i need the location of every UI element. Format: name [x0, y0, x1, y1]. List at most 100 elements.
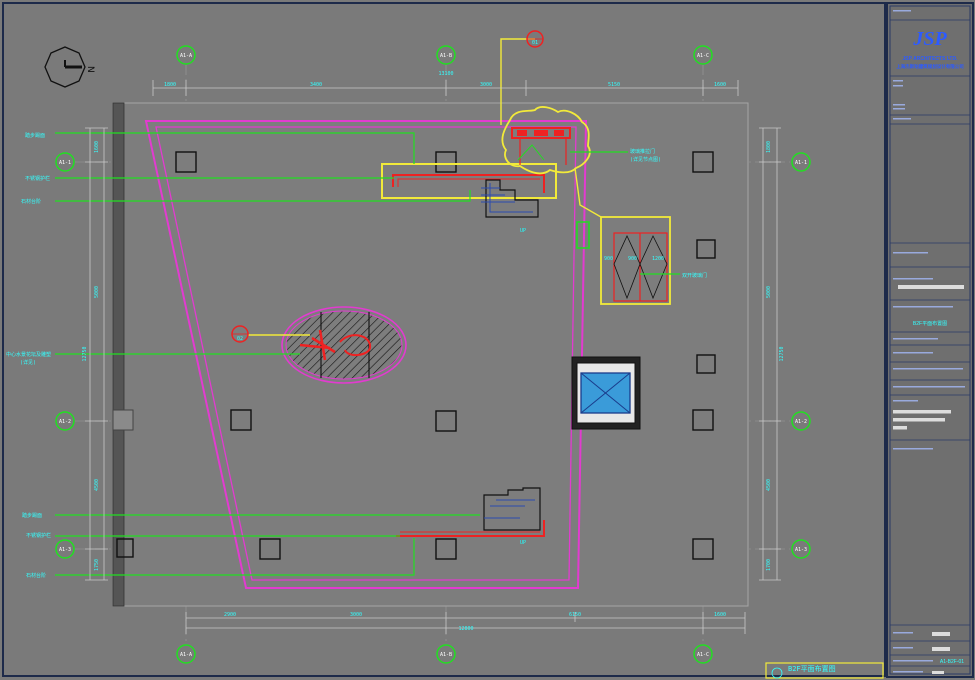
- north-label: N: [85, 66, 95, 73]
- column: [692, 538, 714, 560]
- grid-bubble-circle: [436, 644, 456, 664]
- grid-bubble-circle: [176, 644, 196, 664]
- dim-left-1: 1600: [94, 141, 100, 153]
- sheet-title-text: B2F平面布置图: [788, 664, 836, 673]
- dim-right-4: 1700: [766, 559, 772, 571]
- grid-bubble-label: A1-C: [697, 53, 709, 59]
- detail-mark-left: 02: [231, 325, 249, 343]
- grid-bubble-top-0: A1-A: [176, 45, 196, 65]
- dim-top-4: 5150: [608, 82, 620, 88]
- north-arrow-icon: N: [44, 46, 95, 88]
- door-label-1: 900: [628, 256, 637, 262]
- dim-bottom-4: 1600: [714, 612, 726, 618]
- grid-bubble-circle: [55, 152, 75, 172]
- detail-mark-top: 01: [526, 30, 544, 48]
- callout-left-1: 不锈钢护栏: [25, 175, 50, 182]
- dimension-texts: 1800 3400 3000 5150 1600 13100 2900 3000…: [82, 71, 785, 632]
- callout-left-7: 石材台阶: [26, 572, 46, 579]
- dim-top-1: 1800: [164, 82, 176, 88]
- callout-texts: 踏步踢面 不锈钢护栏 石材台阶 中心水景花坛及雕塑 (详见) 踏步踢面 不锈钢护…: [6, 132, 707, 579]
- dimension-lines: [85, 80, 781, 634]
- plaza-boundary-inner: [155, 126, 577, 581]
- dim-right-3: 4500: [766, 479, 772, 491]
- plaza-boundary: [144, 120, 588, 589]
- grid-bubble-right-0: A1-1: [791, 152, 811, 172]
- dim-top-3: 3000: [480, 82, 492, 88]
- green-marker: [576, 221, 590, 249]
- dim-bottom-3: 6150: [569, 612, 581, 618]
- column: [230, 409, 252, 431]
- detail-mark-top-label: 01: [532, 40, 538, 46]
- column-group: [116, 151, 716, 560]
- svg-text:UP: UP: [520, 540, 526, 546]
- jsp-logo: JSP: [912, 28, 947, 50]
- grid-bubble-bottom-1: A1-B: [436, 644, 456, 664]
- callout-left-3: 中心水景花坛及雕塑: [6, 351, 51, 358]
- north-stair: UP: [381, 163, 557, 234]
- grid-bubble-label: A1-1: [795, 160, 807, 166]
- dim-top-total: 13100: [438, 71, 453, 77]
- callout-left-6: 不锈钢护栏: [26, 532, 51, 539]
- entry-cloud-detail: [501, 106, 591, 175]
- grid-bubble-top-1: A1-B: [436, 45, 456, 65]
- callout-left-2: 石材台阶: [21, 198, 41, 205]
- grid-bubble-left-2: A1-3: [55, 539, 75, 559]
- dim-right-2: 5000: [766, 286, 772, 298]
- grid-bubble-circle: [55, 411, 75, 431]
- grid-bubble-left-0: A1-1: [55, 152, 75, 172]
- dim-left-2: 5000: [94, 286, 100, 298]
- grid-bubble-label: A1-2: [795, 419, 807, 425]
- grid-bubble-label: A1-1: [59, 160, 71, 166]
- grid-bubble-circle: [693, 45, 713, 65]
- detail-mark-left-label: 02: [237, 336, 243, 342]
- grid-bubble-label: A1-3: [795, 547, 807, 553]
- column: [696, 354, 716, 374]
- south-stair: UP: [396, 487, 545, 546]
- wall-niche: [112, 409, 134, 431]
- sheet-border: [2, 2, 886, 677]
- dim-top-2: 3400: [310, 82, 322, 88]
- grid-bubble-circle: [55, 539, 75, 559]
- grid-bubble-circle: [791, 539, 811, 559]
- glass-door-detail: [576, 216, 671, 305]
- grid-bubble-group: A1-A A1-B A1-C A1-A A1-B A1-C A1-1A1-2A1-3 A1-1…: [55, 45, 811, 664]
- grid-bubble-bottom-0: A1-A: [176, 644, 196, 664]
- central-fountain: [281, 306, 407, 384]
- grid-bubble-left-1: A1-2: [55, 411, 75, 431]
- grid-bubble-circle: [693, 644, 713, 664]
- grid-bubble-label: A1-3: [59, 547, 71, 553]
- dim-top-5: 1600: [714, 82, 726, 88]
- callout-left-5: 踏步踢面: [22, 512, 42, 519]
- door-label-2: 1200: [652, 256, 664, 262]
- callout-right-2: 双开玻璃门: [682, 272, 707, 279]
- grid-bubble-right-1: A1-2: [791, 411, 811, 431]
- grid-bubble-right-2: A1-3: [791, 539, 811, 559]
- dim-bottom-2: 3000: [350, 612, 362, 618]
- grid-bubble-label: A1-B: [440, 652, 452, 658]
- callout-left-4: (详见): [20, 359, 36, 366]
- stair-up-label: UP: [520, 228, 526, 234]
- grid-bubble-circle: [436, 45, 456, 65]
- detail-link-lines: [248, 38, 602, 336]
- callout-left-0: 踏步踢面: [25, 132, 45, 139]
- grid-bubble-circle: [176, 45, 196, 65]
- column: [435, 538, 457, 560]
- dim-left-4: 1750: [94, 559, 100, 571]
- door-label-0: 900: [604, 256, 613, 262]
- grid-bubble-label: A1-A: [180, 53, 192, 59]
- grid-bubble-circle: [791, 152, 811, 172]
- grid-bubble-bottom-2: A1-C: [693, 644, 713, 664]
- grid-bubble-label: A1-B: [440, 53, 452, 59]
- grid-bubble-circle: [791, 411, 811, 431]
- dim-bottom-total: 12800: [458, 626, 473, 632]
- firm-name-cn: 上海杰斯珀建筑规划设计有限公司: [896, 63, 964, 70]
- sheet-title-block: B2F平面布置图: [765, 662, 884, 679]
- column: [435, 151, 457, 173]
- column: [692, 409, 714, 431]
- title-block-drawing-number: A1-B2F-01: [940, 659, 964, 665]
- column: [116, 538, 134, 558]
- dim-bottom-1: 2900: [224, 612, 236, 618]
- elevator-core: [571, 356, 641, 430]
